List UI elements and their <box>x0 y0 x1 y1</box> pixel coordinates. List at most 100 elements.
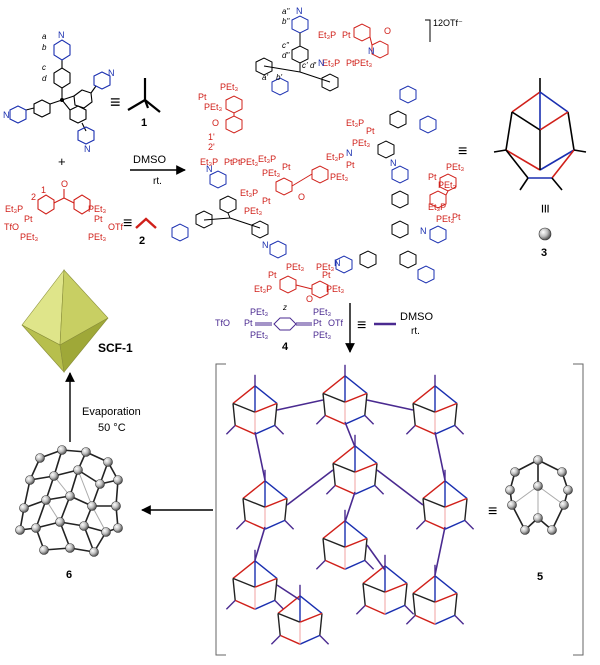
r2-pet3-right-bottom: PEt₃ <box>88 232 107 242</box>
framework-edge <box>254 599 276 610</box>
framework-edge <box>344 375 368 394</box>
adamantane-cage <box>235 469 295 530</box>
ball-node <box>505 485 515 495</box>
ball-node <box>559 500 569 510</box>
framework-edge <box>412 403 416 426</box>
svg-text:Pt: Pt <box>366 126 375 136</box>
framework-edge <box>422 497 446 508</box>
h-label-d: d <box>42 74 47 83</box>
condition-step2-temp: rt. <box>411 326 420 337</box>
framework-edge <box>354 445 378 464</box>
compound-4-structure: PEt₃ TfO Pt PEt₃ Pt OTf PEt₃ PEt₃ z <box>215 303 343 340</box>
adamantane-cage <box>270 584 330 645</box>
ball-node <box>65 543 75 553</box>
framework-edge <box>322 375 346 394</box>
ball-node <box>41 495 51 505</box>
framework-edge <box>464 519 475 530</box>
compound-label-scf-1: SCF-1 <box>98 341 133 355</box>
svg-text:N: N <box>206 164 213 174</box>
r2-h2: 2 <box>31 192 36 202</box>
svg-text:Et₃P: Et₃P <box>346 118 364 128</box>
ball-node <box>507 500 517 510</box>
adamantane-cage <box>315 509 375 570</box>
svg-text:Pt: Pt <box>346 160 355 170</box>
framework-edge <box>344 421 356 448</box>
framework-edge <box>412 592 436 603</box>
h-label-b: b <box>42 43 47 52</box>
r2-h1: 1 <box>41 185 46 195</box>
framework-edge <box>244 519 266 530</box>
ball-node <box>113 523 123 533</box>
framework-edge <box>276 584 301 601</box>
framework-edge <box>384 582 408 593</box>
plus-sign: + <box>58 154 66 169</box>
ball-node <box>533 455 543 465</box>
r2-otf: OTf <box>108 222 123 232</box>
framework-edge <box>232 577 256 588</box>
ball-node <box>533 481 543 491</box>
svg-text:Pt: Pt <box>224 157 233 167</box>
equiv-symbol-1: ≡ <box>110 92 121 112</box>
framework-edge <box>444 519 466 530</box>
ball-node <box>79 521 89 531</box>
cage-3-labels: Et₃P Pt O Et₃P Pt PEt₃ PEt₃ Pt PEt₃ O 1'… <box>198 6 465 304</box>
framework-edge <box>362 582 386 593</box>
svg-text:Pt: Pt <box>268 270 277 280</box>
svg-text:PEt₃: PEt₃ <box>438 180 457 190</box>
adamantane-cage <box>355 554 415 615</box>
framework-5-network <box>225 364 475 645</box>
framework-edge <box>344 491 356 523</box>
svg-text:N: N <box>262 240 269 250</box>
ball-node <box>113 475 123 485</box>
r4-pet3-bl: PEt₃ <box>250 330 269 340</box>
framework-edge <box>454 593 458 616</box>
framework-edge <box>424 519 446 530</box>
compound-label-1: 1 <box>141 117 147 129</box>
framework-edge <box>286 469 334 506</box>
svg-text:Pt: Pt <box>346 58 355 68</box>
compound-label-6: 6 <box>66 569 72 581</box>
svg-text:O: O <box>212 118 219 128</box>
framework-edge <box>414 424 436 435</box>
svg-text:N: N <box>58 30 65 40</box>
r4-pt-right: Pt <box>313 318 322 328</box>
framework-edge <box>322 537 346 548</box>
h-label-a: a <box>42 32 47 41</box>
r4-pet3-br: PEt₃ <box>313 330 332 340</box>
framework-edge <box>315 559 326 570</box>
compound-label-2: 2 <box>139 235 145 247</box>
svg-text:Et₃P: Et₃P <box>326 152 344 162</box>
framework-edge <box>364 604 386 615</box>
framework-edge <box>355 604 366 615</box>
framework-edge <box>454 403 458 426</box>
bond <box>511 485 539 506</box>
svg-text:Et₃P: Et₃P <box>240 188 258 198</box>
framework-edge <box>384 565 408 584</box>
framework-edge <box>277 613 281 636</box>
framework-edge <box>332 462 356 473</box>
r4-pet3-tl: PEt₃ <box>250 307 269 317</box>
framework-edge <box>242 497 266 508</box>
svg-text:O: O <box>298 192 305 202</box>
r2-tfo: TfO <box>4 222 19 232</box>
framework-edge <box>254 402 278 413</box>
compound-label-5: 5 <box>537 571 543 583</box>
bond <box>537 485 565 506</box>
adamantane-cage-icon <box>493 78 587 191</box>
equiv-symbol-2: ≡ <box>123 215 132 232</box>
framework-edge <box>299 595 323 614</box>
framework-edge <box>274 578 278 601</box>
framework-edge <box>364 559 375 570</box>
condition-evaporation-temp: 50 °C <box>98 422 126 434</box>
svg-text:PEt₃: PEt₃ <box>240 157 259 167</box>
svg-text:O: O <box>384 26 391 36</box>
svg-text:a": a" <box>282 7 290 16</box>
bond <box>91 505 107 533</box>
svg-text:N: N <box>368 46 375 56</box>
equiv-symbol-3-vertical: ≡ <box>536 204 553 213</box>
svg-text:Et₃P: Et₃P <box>428 202 446 212</box>
compound-2-structure: O 1 2 Et₃P Pt TfO PEt₃ PEt₃ Pt OTf PEt₃ <box>4 179 123 242</box>
framework-edge <box>405 424 416 435</box>
framework-edge <box>315 414 326 425</box>
counterion-bracket <box>425 19 431 42</box>
